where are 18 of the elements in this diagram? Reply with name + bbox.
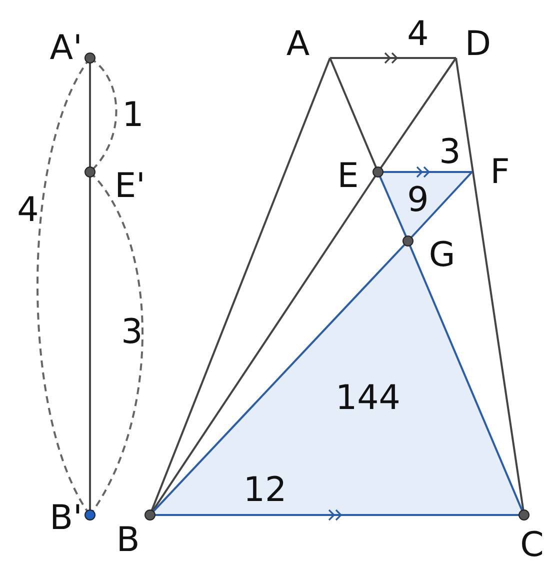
point-label: G (428, 238, 456, 272)
length-label: 3 (439, 135, 461, 169)
point-label: A (286, 27, 310, 61)
length-label: 3 (121, 315, 143, 349)
length-label: 1 (122, 98, 144, 132)
point-label: F (490, 155, 510, 189)
length-label: 4 (17, 193, 39, 227)
area-label: 144 (336, 381, 400, 415)
point-label: D (464, 27, 492, 61)
point-label: A' (50, 31, 82, 65)
length-label: 12 (243, 473, 287, 507)
area-label: 9 (407, 183, 429, 217)
point-label: E' (114, 169, 146, 203)
point-label: C (520, 528, 544, 562)
point-label: B' (50, 501, 82, 535)
point-label: B (116, 523, 140, 557)
point-label: E (337, 159, 359, 193)
length-label: 4 (407, 17, 429, 51)
